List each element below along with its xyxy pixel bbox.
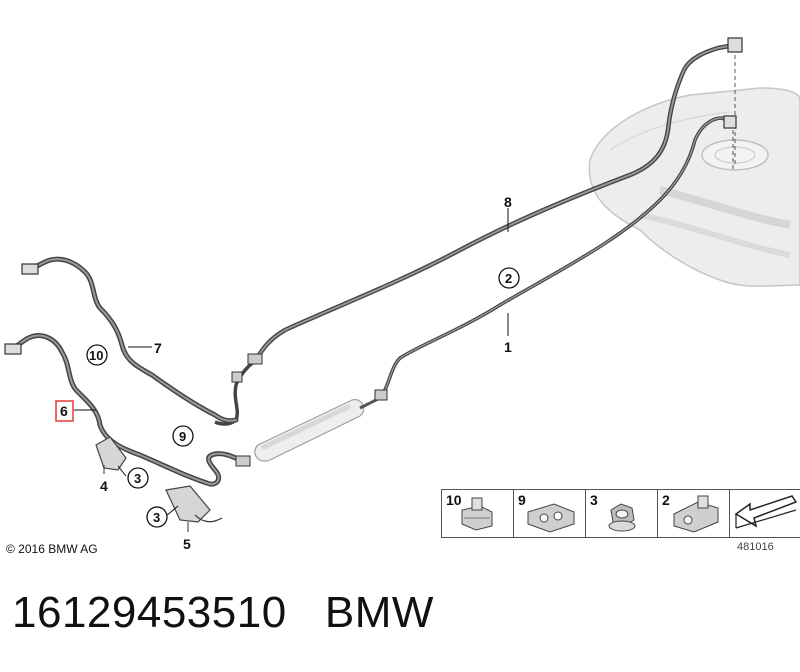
fuel-tank [588,87,800,287]
clip-2-icon [673,495,719,533]
circled-callout-3a: 3 [127,467,149,489]
callout-5: 5 [183,536,191,552]
part-number: 16129453510 [12,588,287,637]
svg-text:2: 2 [505,271,512,286]
parts-legend: 10 9 3 2 [441,489,800,538]
clip-9-icon [527,503,575,533]
callout-6: 6 [60,403,68,419]
circled-callout-10: 10 [86,344,108,366]
fuel-pipe-8 [253,37,743,363]
svg-text:10: 10 [89,348,103,363]
clip-10-icon [461,497,493,531]
diagram-reference: 481016 [737,541,774,553]
legend-cell-arrow [729,489,800,538]
legend-cell-9: 9 [513,489,586,538]
legend-label: 9 [518,492,526,508]
legend-label: 10 [446,492,462,508]
callout-1: 1 [504,339,512,355]
callout-8: 8 [504,194,512,210]
svg-text:3: 3 [153,510,160,525]
fuel-pipe-6 [4,333,251,487]
callout-4: 4 [100,478,108,494]
bracket-4 [95,436,127,474]
legend-cell-10: 10 [441,489,514,538]
bracket-5 [165,485,223,532]
part-caption: 16129453510 BMW [12,588,434,638]
legend-cell-3: 3 [585,489,658,538]
highlight-box [55,400,74,422]
callout-7: 7 [154,340,162,356]
fuel-pipe-1 [382,115,737,394]
arrow-direction-icon [734,495,798,529]
circled-callout-3b: 3 [146,506,168,528]
copyright-text: © 2016 BMW AG [6,542,98,556]
legend-label: 2 [662,492,670,508]
legend-label: 3 [590,492,598,508]
svg-text:9: 9 [179,429,186,444]
fuel-line-diagram: 8 1 7 4 5 6 2 10 9 3 3 [4,37,800,552]
fuel-pipe-7 [21,256,239,424]
legend-cell-2: 2 [657,489,730,538]
fuel-filter [254,389,388,462]
svg-text:3: 3 [134,471,141,486]
hex-nut-icon [608,503,636,532]
brand-name: BMW [324,588,434,637]
circled-callout-2: 2 [498,267,520,289]
circled-callout-9: 9 [172,425,194,447]
